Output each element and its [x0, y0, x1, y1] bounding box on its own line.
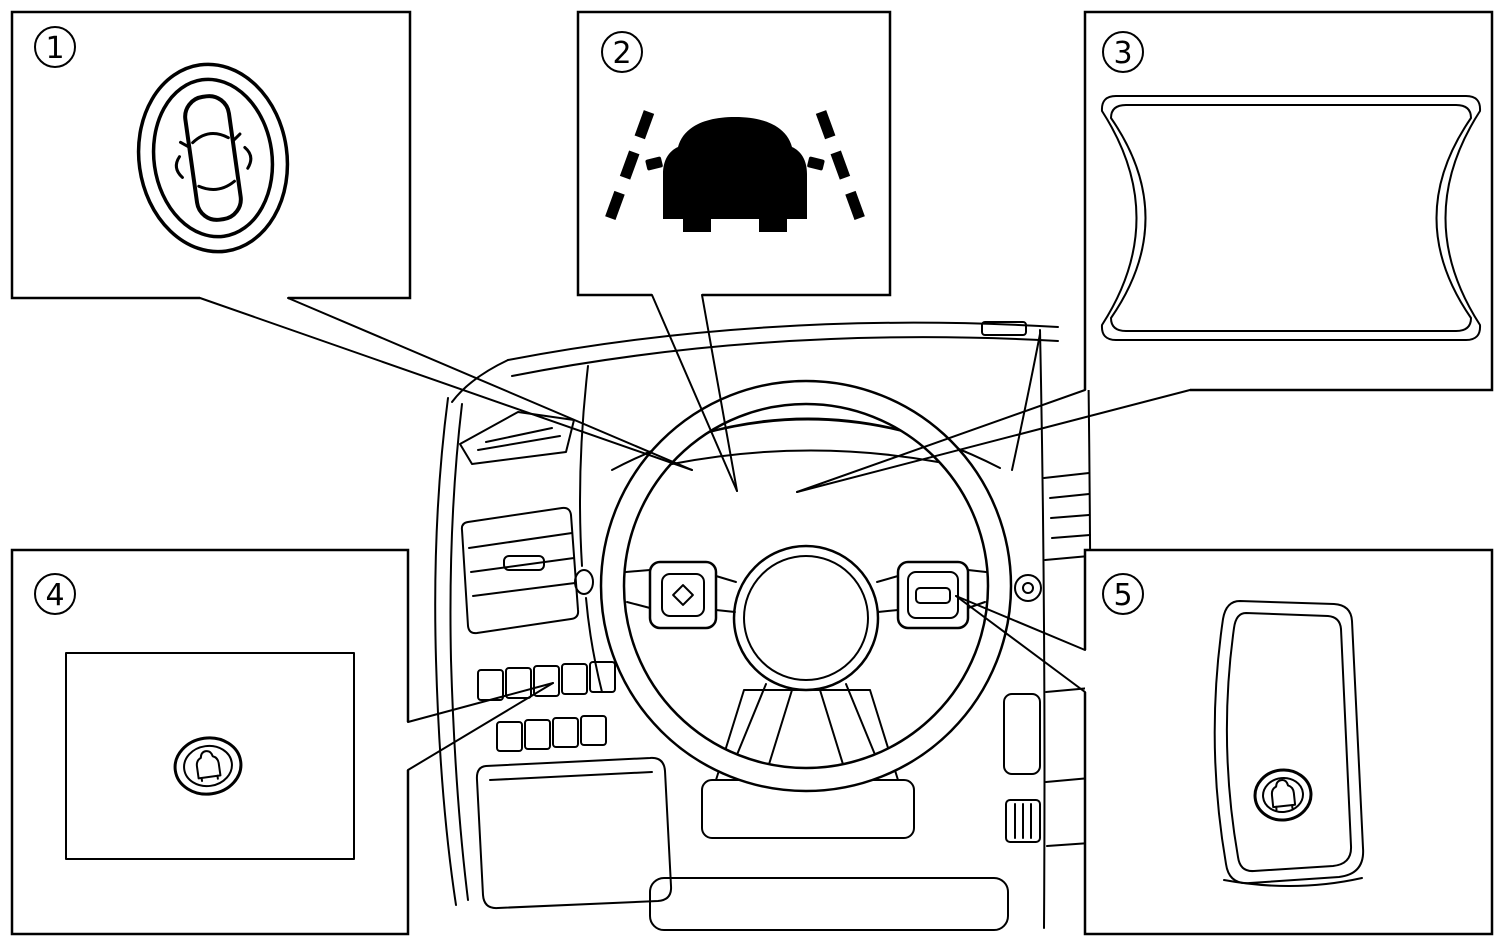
callout-number-1: 1 — [45, 31, 64, 66]
callout-number-circle-2 — [601, 31, 643, 73]
switch-panel-row-1 — [477, 661, 616, 701]
knee-panel — [475, 756, 673, 910]
instrument-cluster-display-outline — [1100, 95, 1482, 341]
warning-system-switch-panel-icon — [1213, 600, 1365, 887]
callout-number-circle-4 — [34, 573, 76, 615]
a-pillar-edge — [434, 397, 469, 906]
panel-inner-line — [1225, 612, 1353, 873]
car-top-view — [183, 94, 243, 222]
callout-box-5 — [1083, 548, 1494, 936]
panel-base — [1223, 877, 1363, 887]
callout-numbers: 1 2 3 4 5 — [34, 26, 1144, 615]
lane-marking-right — [815, 110, 870, 232]
left-air-vent — [460, 506, 580, 635]
blind-spot-warning-indicator-icon — [136, 62, 290, 254]
leader-line-3a — [796, 389, 1191, 493]
leader-line-2a — [651, 294, 738, 492]
console-grille — [1005, 799, 1041, 843]
callout-boxes — [10, 10, 1494, 936]
dial-knob — [1014, 574, 1042, 602]
callout-number-2: 2 — [612, 36, 631, 71]
switch-panel-row-2 — [496, 715, 607, 752]
dash-top-panel — [451, 321, 1059, 403]
callout-number-5: 5 — [1113, 578, 1132, 613]
leader-lines — [199, 294, 1191, 771]
warning-system-switch-icon — [65, 652, 355, 860]
callout-number-circle-3 — [1102, 31, 1144, 73]
panel-switch-button — [1253, 768, 1313, 822]
switch-button — [173, 736, 243, 796]
steering-wheel — [599, 379, 1013, 793]
right-spoke-switch-pod — [896, 560, 970, 630]
leader-line-5b — [955, 595, 1086, 693]
leader-line-4b — [407, 682, 554, 771]
callout-number-4: 4 — [45, 578, 64, 613]
lane-marking-left — [600, 110, 655, 232]
side-demister-vent — [459, 411, 575, 465]
lane-departure-warning-icon — [600, 110, 870, 232]
panel-outline — [1213, 600, 1365, 885]
leader-line-5a — [955, 595, 1086, 651]
callout-box-1 — [10, 10, 412, 300]
vent-handle — [503, 555, 545, 571]
leader-line-4a — [407, 682, 554, 723]
lower-dash-panel — [649, 877, 1009, 931]
leader-line-2b — [701, 294, 738, 492]
callout-box-3 — [1083, 10, 1494, 392]
callout-number-3: 3 — [1113, 36, 1132, 71]
leader-line-1a — [199, 297, 693, 471]
defroster-vent — [981, 321, 1027, 336]
steering-wheel-rim — [599, 379, 1013, 793]
left-spoke-switch-pod — [648, 560, 718, 630]
detection-wave-right — [243, 145, 253, 170]
console-pocket — [1003, 693, 1041, 775]
callout-number-circle-5 — [1102, 573, 1144, 615]
steering-wheel-hub — [732, 544, 880, 692]
mini-car-glyph — [195, 750, 222, 780]
mini-car-glyph — [1270, 779, 1297, 809]
car-silhouette — [663, 117, 807, 219]
detection-wave-left — [174, 155, 184, 179]
switch-bezel — [65, 652, 355, 860]
wheel-lower-spokes — [733, 683, 879, 775]
leader-line-3b — [796, 389, 1086, 493]
leader-line-1b — [287, 297, 693, 471]
callout-number-circle-1 — [34, 26, 76, 68]
callout-box-4 — [10, 548, 410, 936]
ignition-sensor — [574, 569, 594, 595]
